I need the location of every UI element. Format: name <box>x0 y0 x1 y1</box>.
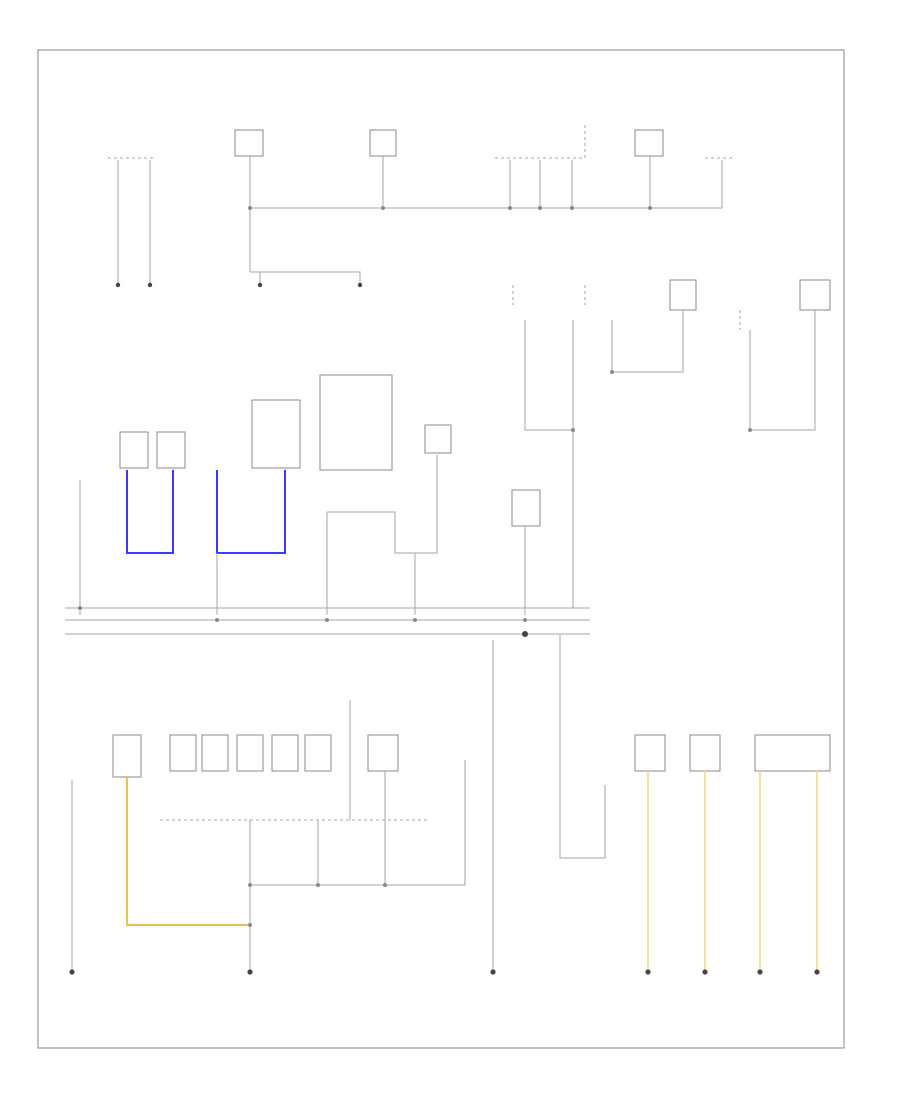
splice-point <box>648 206 652 210</box>
splice-point <box>748 428 752 432</box>
ground-point <box>69 969 75 975</box>
junction-dashed <box>495 125 586 159</box>
ground-point <box>257 282 263 288</box>
connector-box <box>112 734 142 778</box>
splice-point <box>570 206 574 210</box>
connector-box <box>156 431 186 469</box>
bottom-section <box>69 634 831 975</box>
splice-point <box>248 206 252 210</box>
wire <box>559 634 606 859</box>
splice-point <box>248 923 252 927</box>
yellow-wire <box>125 777 250 927</box>
connector-box <box>689 734 721 772</box>
connector-box <box>236 734 264 772</box>
junction-dashed <box>512 285 586 305</box>
splice-point <box>316 883 320 887</box>
splice-point <box>215 618 219 622</box>
ground-point <box>115 282 121 288</box>
wire <box>250 271 361 285</box>
connector-box <box>119 431 149 469</box>
connector-box <box>424 424 452 454</box>
ground-point <box>247 969 253 975</box>
connector-box <box>201 734 229 772</box>
splice-point <box>248 883 252 887</box>
connector-box <box>369 129 397 157</box>
connector-box <box>367 734 399 772</box>
splice-point <box>523 618 527 622</box>
ground-point <box>757 969 763 975</box>
ground-point <box>645 969 651 975</box>
ground-point <box>522 631 528 637</box>
connector-box <box>304 734 332 772</box>
ground-point <box>490 969 496 975</box>
ground-point <box>357 282 363 288</box>
splice-point <box>78 606 82 610</box>
blue-wire <box>126 470 174 554</box>
ground-point <box>147 282 153 288</box>
middle-section <box>65 374 590 637</box>
ground-point <box>702 969 708 975</box>
right-upper-section <box>512 279 831 608</box>
splice-point <box>381 206 385 210</box>
connector-box <box>634 734 666 772</box>
connector-box <box>169 734 197 772</box>
splice-point <box>571 428 575 432</box>
wire <box>749 310 816 431</box>
connector-box <box>271 734 299 772</box>
splice-point <box>610 370 614 374</box>
diagram-frame <box>37 49 845 1049</box>
wire <box>524 320 574 431</box>
connector-box <box>251 399 301 469</box>
splice-point <box>508 206 512 210</box>
wire <box>612 310 684 373</box>
top-section <box>108 125 735 288</box>
splice-point <box>325 618 329 622</box>
ground-point <box>814 969 820 975</box>
connector-box <box>511 489 541 527</box>
splice-point <box>413 618 417 622</box>
blue-wire <box>216 470 286 554</box>
connector-box <box>799 279 831 311</box>
connector-box <box>319 374 393 471</box>
connector-box <box>754 734 831 772</box>
connector-box <box>634 129 664 157</box>
connector-box <box>669 279 697 311</box>
connector-box <box>234 129 264 157</box>
splice-point <box>383 883 387 887</box>
splice-point <box>538 206 542 210</box>
wire <box>327 455 438 554</box>
wire <box>250 760 466 886</box>
